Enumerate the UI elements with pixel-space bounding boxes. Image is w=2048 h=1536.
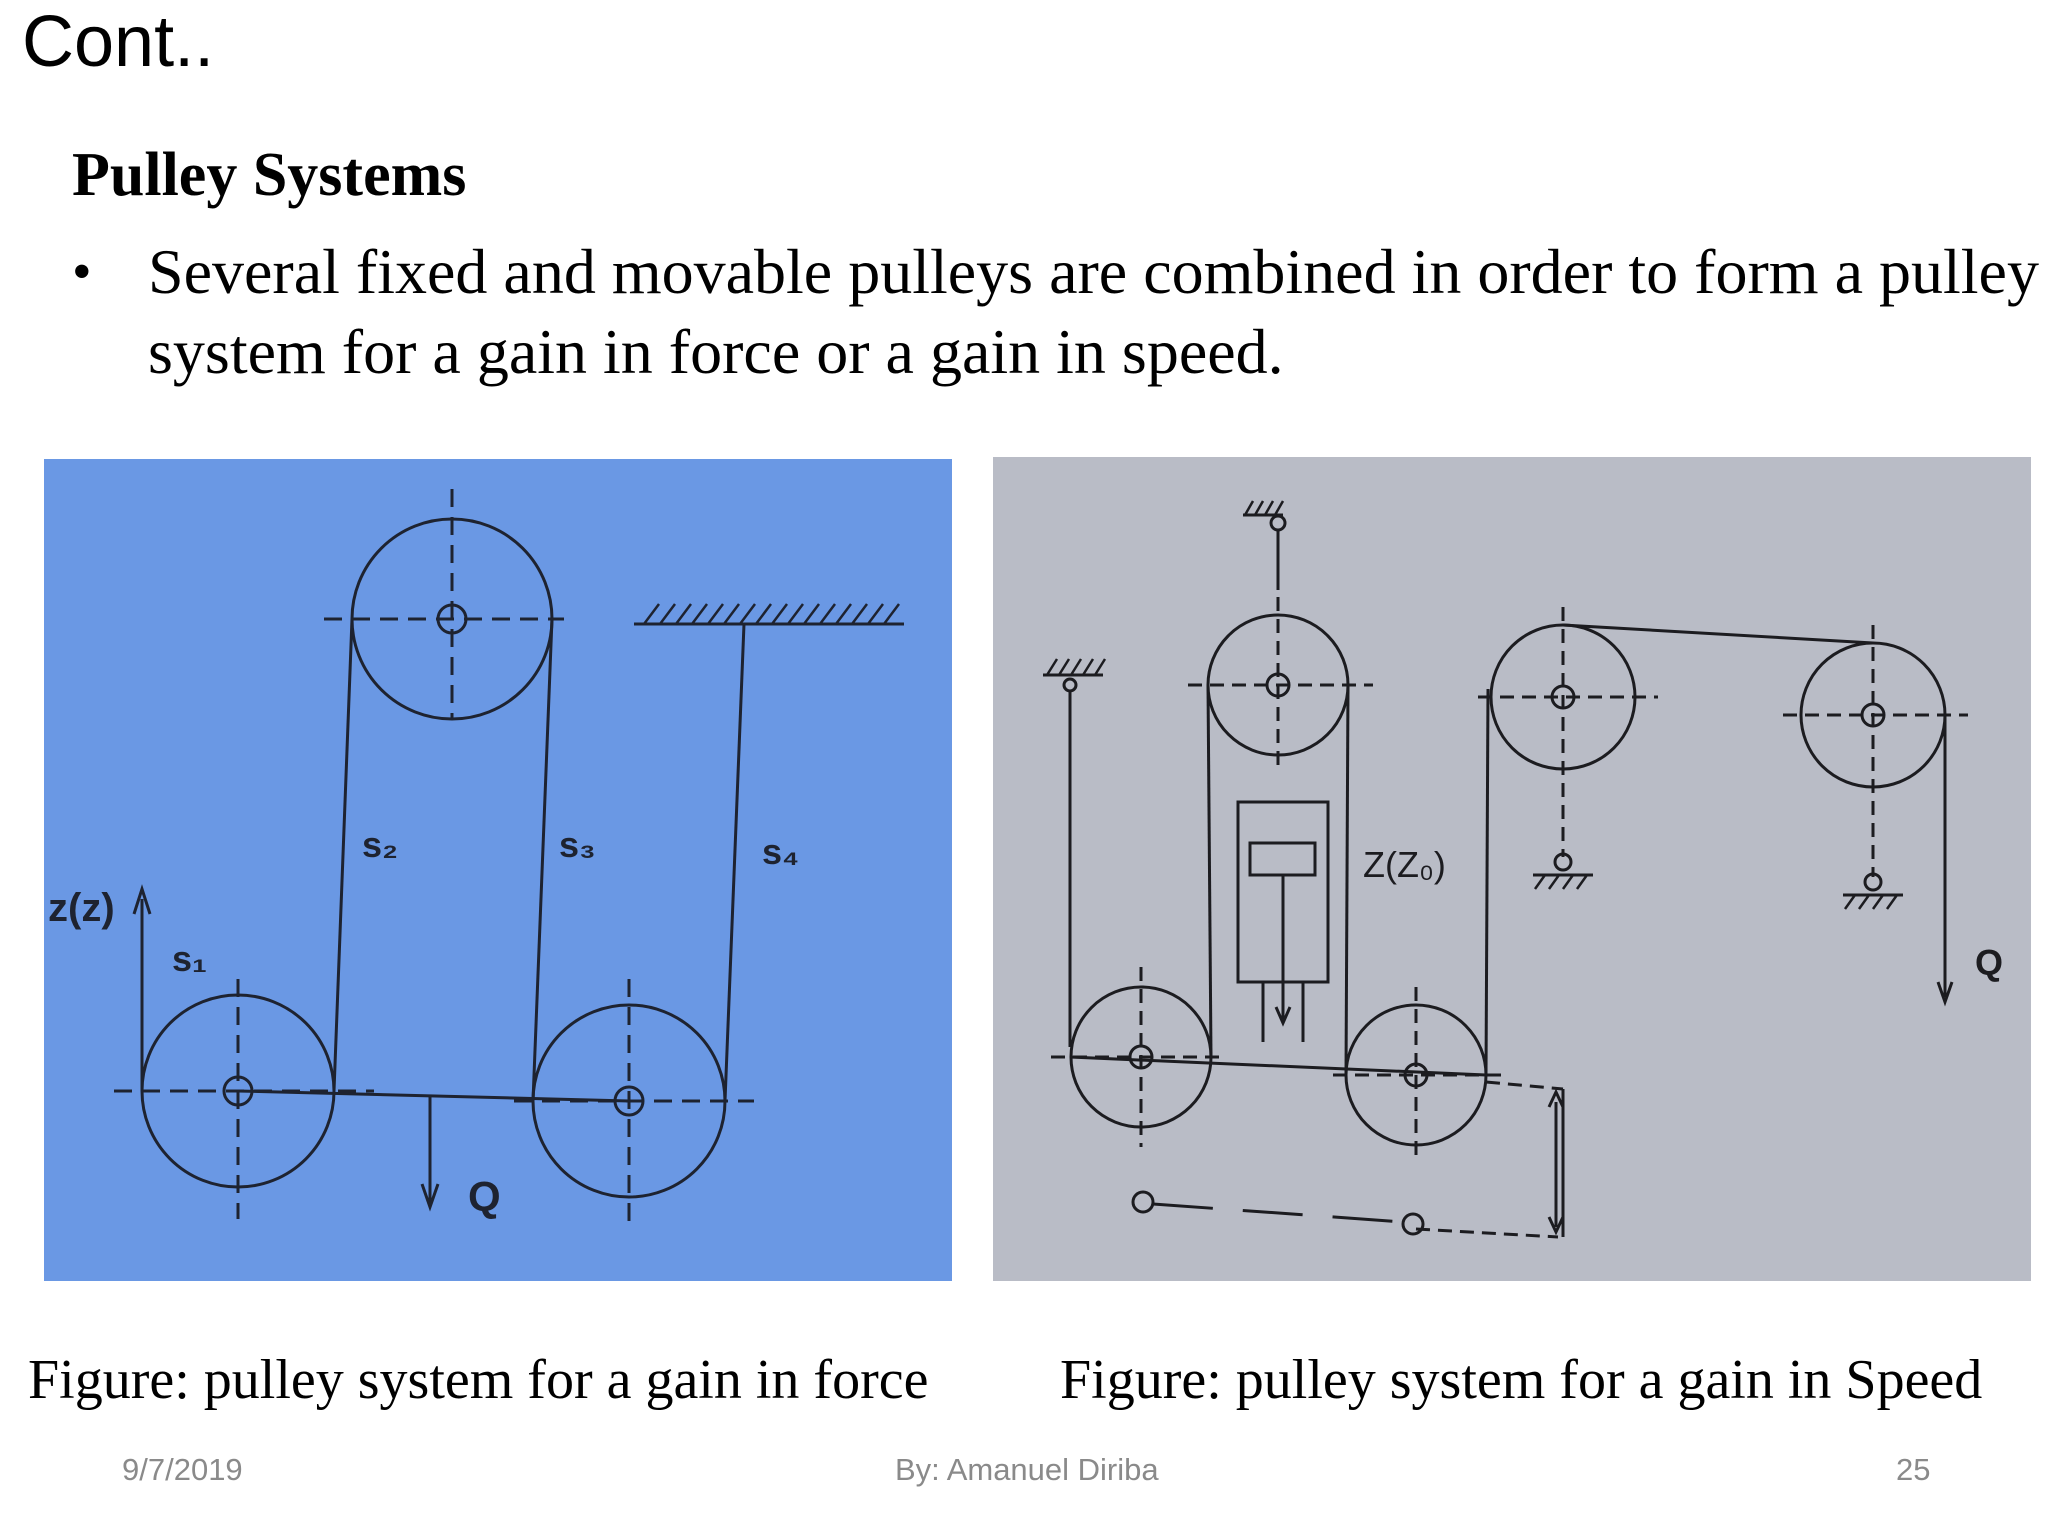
figure-force-caption: Figure: pulley system for a gain in forc… <box>28 1349 929 1411</box>
figure-speed-caption: Figure: pulley system for a gain in Spee… <box>1060 1349 1983 1411</box>
force-label-z: z(z) <box>48 886 115 930</box>
force-label-q: Q <box>468 1173 501 1220</box>
figure-speed-image: Z(Z₀) Q <box>993 457 2031 1281</box>
speed-label-q: Q <box>1975 942 2003 983</box>
speed-label-z: Z(Z₀) <box>1363 844 1446 885</box>
footer-author: By: Amanuel Diriba <box>895 1452 1159 1487</box>
slide-title: Cont.. <box>22 2 215 82</box>
section-heading: Pulley Systems <box>72 141 467 209</box>
force-label-s2: s₂ <box>362 824 398 865</box>
pulley-speed-diagram: Z(Z₀) Q <box>1043 500 2003 1239</box>
force-label-s4: s₄ <box>762 831 799 872</box>
footer-page-number: 25 <box>1896 1452 1931 1487</box>
pulley-force-diagram: z(z) s₁ s₂ s₃ s₄ Q <box>48 489 904 1229</box>
force-label-s1: s₁ <box>172 938 207 979</box>
force-label-s3: s₃ <box>559 824 596 865</box>
bullet-text: Several fixed and movable pulleys are co… <box>148 236 2039 387</box>
bullet-icon: • <box>72 241 92 303</box>
figure-force-image: z(z) s₁ s₂ s₃ s₄ Q <box>44 459 952 1281</box>
footer-date: 9/7/2019 <box>122 1452 243 1487</box>
